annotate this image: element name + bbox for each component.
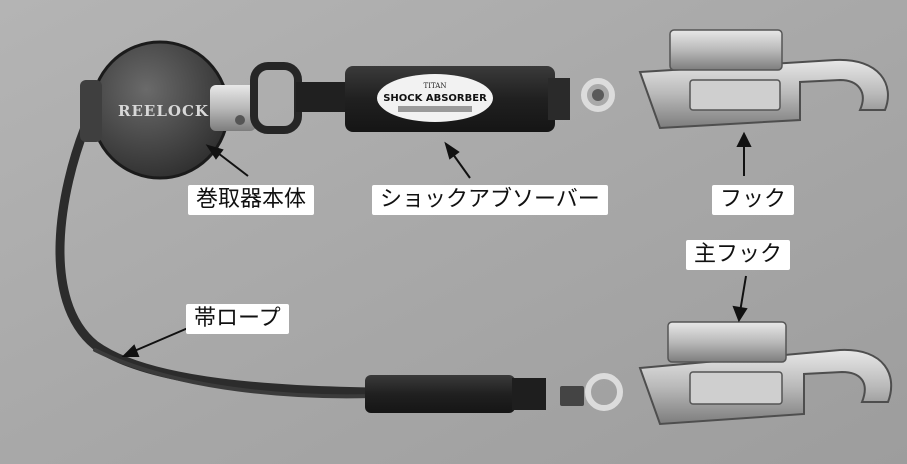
callout-hook: フック bbox=[712, 185, 795, 215]
retractor-side-cap bbox=[80, 80, 102, 142]
arrow-shock-absorber-head bbox=[444, 141, 460, 160]
arrow-belt-rope-head bbox=[121, 344, 140, 357]
belt-rope-strap bbox=[55, 120, 375, 397]
lower-sleeve-end bbox=[512, 378, 546, 410]
retractor-bracket-rivet bbox=[235, 115, 245, 125]
main-hook bbox=[638, 321, 893, 426]
arrow-main-hook-head bbox=[732, 305, 748, 323]
shock-absorber-end-band bbox=[548, 78, 570, 120]
shock-absorber-brand-text: TITAN bbox=[424, 82, 447, 90]
lower-swivel bbox=[585, 373, 623, 411]
lower-connector bbox=[560, 386, 584, 406]
retractor-body: REELOCK bbox=[80, 40, 256, 180]
arrow-hook-head bbox=[736, 131, 752, 147]
arrow-retractor-body-head bbox=[205, 144, 224, 160]
callout-shock-absorber: ショックアブソーバー bbox=[372, 185, 608, 215]
retractor-bracket bbox=[210, 85, 256, 131]
main-hook-latch bbox=[689, 371, 783, 405]
arrow-main-hook bbox=[739, 275, 747, 313]
upper-hook-gate bbox=[669, 29, 783, 71]
shock-absorber-fine-print bbox=[398, 106, 472, 112]
callout-belt-rope: 帯ロープ bbox=[186, 304, 289, 334]
retractor-brand-text: REELOCK bbox=[118, 102, 209, 120]
belt-rope-strap-lower bbox=[93, 348, 374, 399]
callout-main-hook: 主フック bbox=[686, 240, 791, 270]
callout-retractor-body: 巻取器本体 bbox=[188, 185, 315, 215]
retractor-drum bbox=[92, 42, 228, 178]
arrow-belt-rope bbox=[131, 327, 189, 353]
shock-absorber: TITAN SHOCK ABSORBER bbox=[345, 66, 570, 132]
shock-absorber-label-text: SHOCK ABSORBER bbox=[383, 93, 487, 104]
main-hook-gate bbox=[667, 321, 787, 363]
upper-swivel bbox=[581, 78, 615, 112]
upper-hook bbox=[638, 29, 889, 130]
upper-hook-latch bbox=[689, 79, 781, 111]
upper-swivel-core bbox=[592, 89, 604, 101]
callout-arrows bbox=[121, 131, 752, 357]
lower-sleeve bbox=[365, 375, 515, 413]
